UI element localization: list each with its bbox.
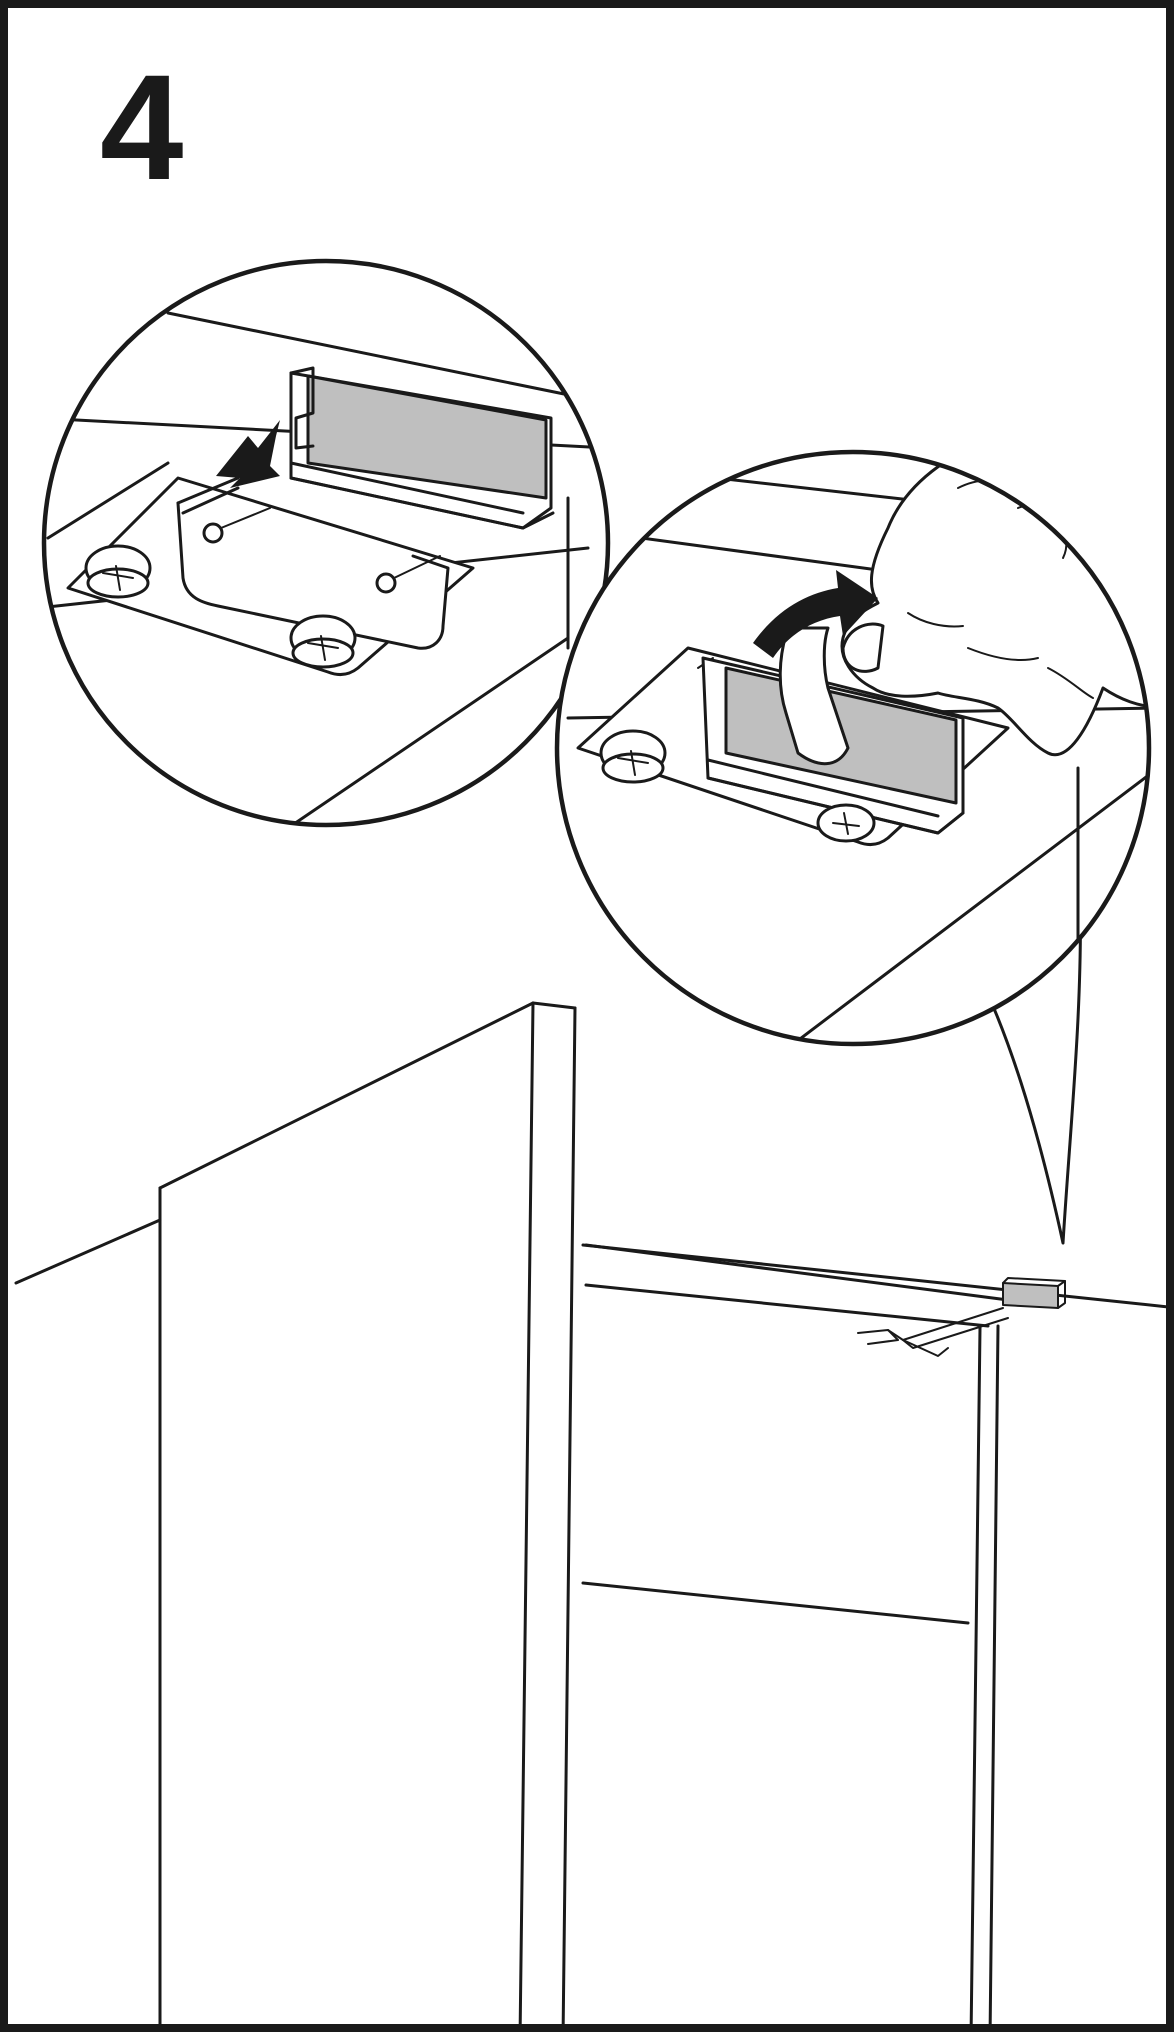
screw-icon bbox=[84, 544, 152, 599]
assembly-illustration bbox=[14, 258, 1166, 2024]
catch-small bbox=[857, 1277, 1066, 1357]
cabinet-scene bbox=[14, 1001, 1166, 2024]
detail-circle-left bbox=[41, 258, 611, 828]
curved-arrow-icon bbox=[753, 570, 878, 658]
arrow-left-icon bbox=[216, 420, 280, 488]
step-number: 4 bbox=[100, 43, 183, 211]
screw-icon bbox=[289, 614, 357, 669]
screw-icon bbox=[599, 729, 667, 784]
screw-icon bbox=[816, 803, 876, 843]
